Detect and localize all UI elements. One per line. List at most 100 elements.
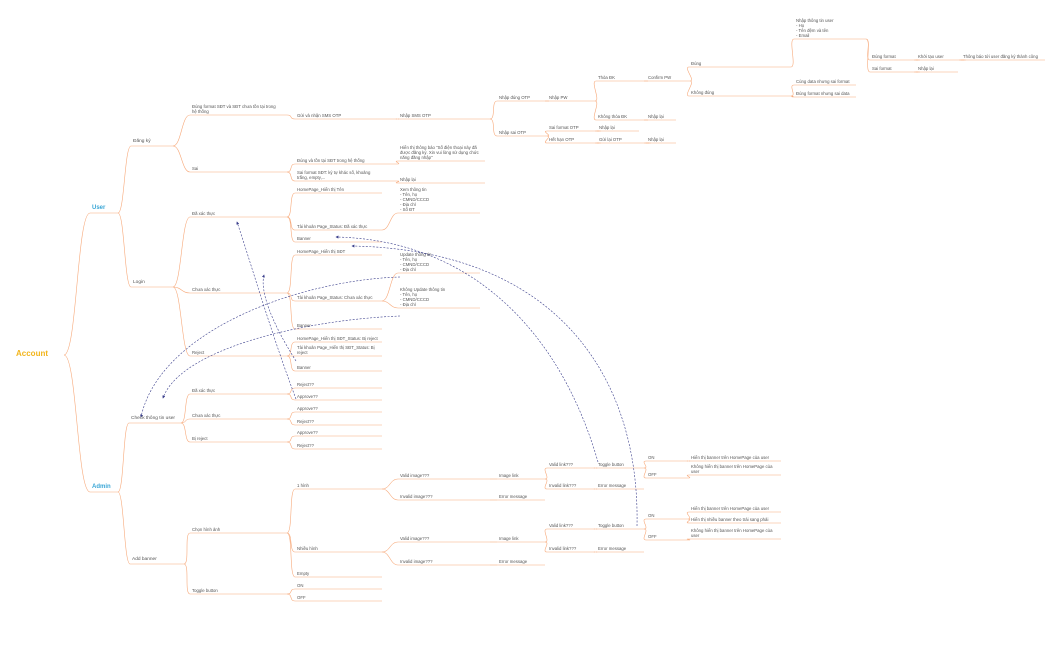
edge-login-daxacthuc bbox=[172, 216, 191, 288]
node-nhaplai4: Nhập lại bbox=[648, 136, 664, 142]
node-invalidlink2: Invalid link??? bbox=[549, 545, 577, 551]
edge-tk_daxacthuc-xemthongtin bbox=[381, 212, 399, 231]
node-nhieuhinh: Nhiều hình bbox=[297, 545, 318, 551]
node-approve2: Approve?? bbox=[297, 405, 318, 411]
node-thongbao: Thông báo tới user đăng ký thành công bbox=[963, 53, 1038, 59]
edge-addbanner-chonhinhanh bbox=[183, 532, 191, 565]
node-toggle2: Toggle button bbox=[598, 522, 624, 528]
link-reject-to-login bbox=[261, 274, 297, 362]
node-toggle1: Toggle button bbox=[598, 461, 624, 467]
edge-sai-saiformatsdt bbox=[286, 171, 296, 182]
node-togglebtn: Toggle button bbox=[192, 587, 218, 593]
node-guilaiotp: Gửi lại OTP bbox=[599, 136, 622, 142]
node-nhapsaiotp: Nhập sai OTP bbox=[499, 129, 526, 135]
edge-on3-hienthinhieu bbox=[686, 518, 691, 524]
edge-nhappw-khongthoadk bbox=[593, 100, 598, 121]
node-validlink1: Valid link??? bbox=[549, 461, 574, 467]
node-banner2: Banner bbox=[297, 322, 311, 328]
edge-checkinfo-a_daxacthuc bbox=[180, 393, 191, 424]
node-hienthithongbao: Hiển thị thông báo "Số điện thoại này đã… bbox=[400, 144, 479, 160]
edge-nhieuhinh-invalidimg2 bbox=[381, 551, 399, 566]
node-dung: Đúng bbox=[691, 60, 702, 66]
edge-chuaxacthuc-banner2 bbox=[286, 292, 296, 330]
node-hienthinhieu: Hiển thị nhiều banner theo trái sang phả… bbox=[691, 516, 769, 522]
node-invalidimg2: Invalid image??? bbox=[400, 558, 433, 564]
node-tk_reject: Tài khoản Page_Hiển thị SĐT_Status: Bị r… bbox=[297, 344, 375, 355]
edge-nhappw-thoadk bbox=[593, 80, 598, 102]
node-tk_daxacthuc: Tài khoản Page_Status: Đã xác thực bbox=[297, 223, 368, 229]
edge-tk_chuaxacthuc-updatethongtin bbox=[381, 272, 399, 302]
node-dungvatontai: Đúng và tồn tại SĐT trong hệ thống bbox=[297, 157, 365, 163]
edge-chonhinhanh-empty bbox=[286, 532, 296, 578]
edge-dungformat-guinhan bbox=[286, 114, 296, 120]
edge-togglebtn-off1 bbox=[286, 593, 296, 602]
edge-nhapthongtin-saiformat2 bbox=[865, 38, 871, 73]
link-toggle2-to-banner1 bbox=[351, 244, 638, 527]
edge-login-reject bbox=[172, 286, 191, 357]
node-chuaxacthuc: Chưa xác thực bbox=[192, 286, 221, 292]
node-saiformatsdt: Sai format SĐT: ký tự khác số, khoảng tr… bbox=[297, 169, 371, 180]
edge-toggle2-off3 bbox=[643, 528, 647, 541]
edge-off2-khonghienthi1 bbox=[686, 474, 691, 479]
node-confirmpw: Confirm PW bbox=[648, 74, 672, 80]
edge-reject-banner3 bbox=[286, 355, 296, 372]
node-hethanotp: Hết hạn OTP bbox=[549, 136, 575, 142]
edge-toggle2-on3 bbox=[643, 518, 647, 530]
edge-dangky-dungformat bbox=[172, 114, 191, 147]
node-approve3: Approve?? bbox=[297, 429, 318, 435]
edge-a_bireject-reject3 bbox=[286, 441, 296, 450]
node-a_chuaxacthuc: Chưa xác thực bbox=[192, 412, 221, 418]
node-reject1: Reject?? bbox=[297, 381, 314, 387]
node-validimg1: Valid image??? bbox=[400, 472, 430, 478]
edge-nhapsms-nhapdungotp bbox=[489, 100, 498, 120]
node-errmsg1: Error message bbox=[499, 493, 528, 499]
node-on1: ON bbox=[297, 582, 304, 588]
node-khonghienthi1: Không hiển thị banner trên HomePage của … bbox=[691, 463, 773, 474]
edge-onehinh-validimg1 bbox=[381, 478, 399, 490]
node-nhapdungotp: Nhập đúng OTP bbox=[499, 94, 531, 100]
node-khongupdate: Không Update thông tin - Tên, họ - CMND/… bbox=[400, 286, 446, 307]
edge-login-chuaxacthuc bbox=[172, 286, 191, 294]
edge-admin-addbanner bbox=[117, 491, 131, 565]
edge-imagelink2-invalidlink2 bbox=[544, 541, 548, 553]
node-onehinh: 1 hình bbox=[297, 482, 309, 488]
node-user: User bbox=[92, 204, 106, 211]
node-hienthibanner1: Hiển thị banner trên HomePage của user bbox=[691, 454, 770, 460]
edge-user-dangky bbox=[117, 145, 132, 214]
node-approve1: Approve?? bbox=[297, 393, 318, 399]
edge-off3-khonghienthi2 bbox=[686, 538, 691, 541]
node-validimg2: Valid image??? bbox=[400, 535, 430, 541]
link-khongupdate-to-checkinfo bbox=[162, 315, 401, 399]
node-xemthongtin: Xem thông tin - Tên, họ - CMND/CCCD - Đị… bbox=[400, 186, 430, 212]
edge-saiformatsdt-nhaplai5 bbox=[395, 180, 400, 184]
node-nhaplai3: Nhập lại bbox=[599, 124, 615, 130]
edge-tk_chuaxacthuc-khongupdate bbox=[381, 300, 399, 309]
link-toggle1-to-banner1 bbox=[335, 235, 599, 463]
node-login: Login bbox=[133, 280, 145, 285]
node-nhapsms: Nhập SMS OTP bbox=[400, 112, 431, 118]
edge-nhieuhinh-validimg2 bbox=[381, 541, 399, 553]
node-nhaplai1: Nhập lại bbox=[648, 113, 664, 119]
node-saiformat2: Sai format bbox=[872, 65, 892, 71]
node-addbanner: Add banner bbox=[132, 557, 157, 562]
node-daxacthuc: Đã xác thực bbox=[192, 210, 216, 216]
node-invalidlink1: Invalid link??? bbox=[549, 482, 577, 488]
edge-a_bireject-approve3 bbox=[286, 435, 296, 443]
edge-a_chuaxacthuc-approve2 bbox=[286, 411, 296, 420]
node-a_daxacthuc: Đã xác thực bbox=[192, 387, 216, 393]
node-off2: OFF bbox=[648, 471, 657, 477]
edge-confirmpw-khongdung bbox=[687, 80, 692, 97]
node-dungformatsaidata: Đúng format nhưng sai data bbox=[796, 90, 850, 96]
node-nhaplai2: Nhập lại bbox=[918, 65, 934, 71]
node-banner3: Banner bbox=[297, 364, 311, 370]
node-khonghienthi2: Không hiển thị banner trên HomePage của … bbox=[691, 527, 773, 538]
edge-nhapsms-nhapsaiotp bbox=[489, 118, 498, 137]
node-a_bireject: Bị reject bbox=[192, 435, 208, 441]
edge-dungvatontai-hienthithongbao bbox=[395, 160, 400, 165]
node-khoitao: Khởi tạo user bbox=[918, 53, 944, 59]
edge-imagelink1-invalidlink1 bbox=[544, 478, 548, 490]
node-nhapthongtin: Nhập thông tin user - Họ - Tên đệm và tê… bbox=[796, 17, 834, 38]
edge-dung-nhapthongtin bbox=[790, 38, 795, 68]
node-errmsg4: Error message bbox=[598, 545, 627, 551]
